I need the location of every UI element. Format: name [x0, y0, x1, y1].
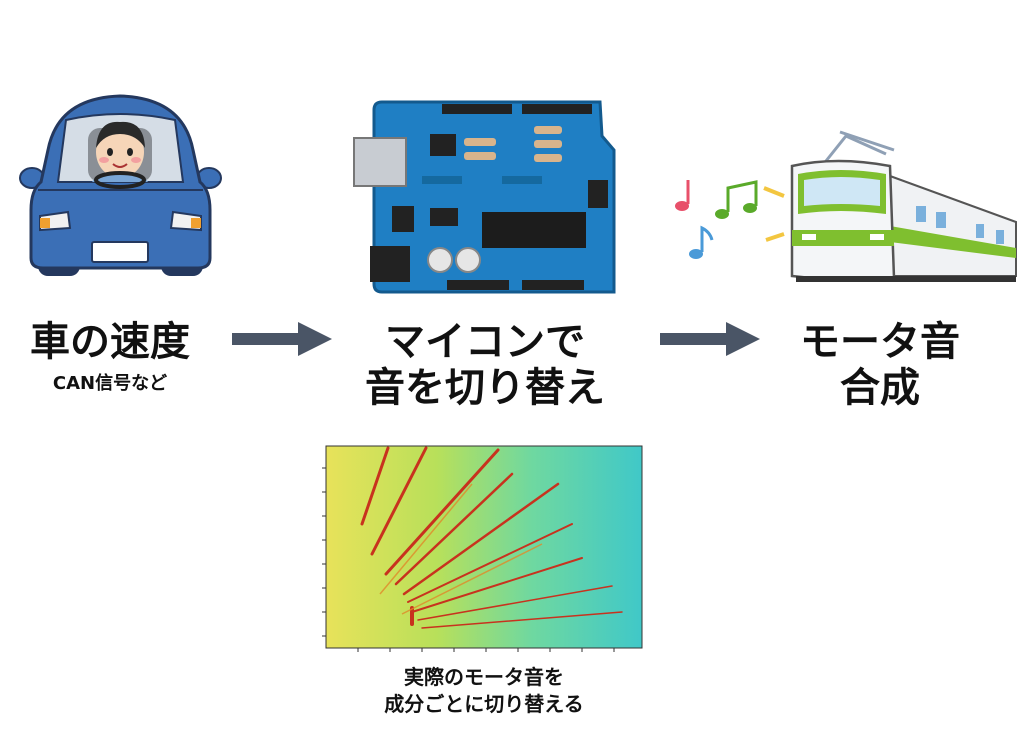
arrow-right-icon	[660, 322, 760, 356]
step2-title-line2: 音を切り替え	[365, 365, 605, 411]
step1-subtitle: CAN信号など	[52, 373, 168, 394]
step3-title-line1: モータ音	[800, 319, 960, 365]
arrow-right-icon	[232, 322, 332, 356]
train-icon	[786, 126, 1020, 284]
spectrogram-caption-line2: 成分ごとに切り替える	[384, 692, 584, 716]
music-notes-icon	[672, 174, 792, 266]
microcontroller-board-icon	[352, 96, 618, 302]
spectrogram-image	[322, 444, 646, 652]
step3-title-line2: 合成	[840, 365, 920, 411]
step2-title-line1: マイコンで	[385, 319, 585, 365]
car-driver-icon	[18, 90, 223, 280]
step1-title: 車の速度	[30, 319, 190, 365]
spectrogram-caption-line1: 実際のモータ音を	[404, 665, 564, 689]
